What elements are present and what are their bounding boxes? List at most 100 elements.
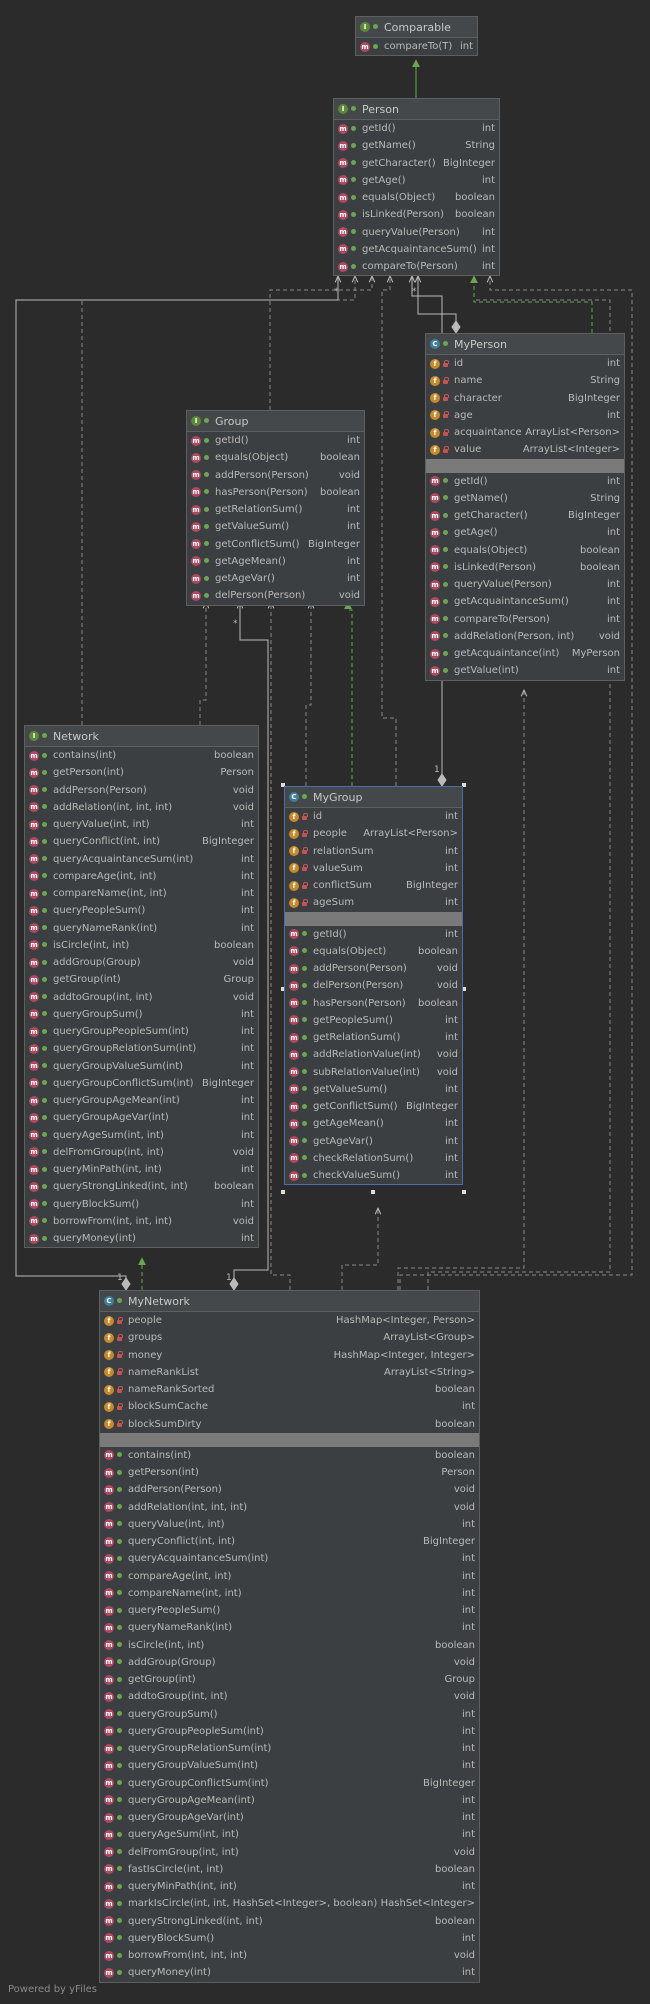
method-row[interactable]: mgetCharacter()BigInteger [426,507,624,524]
method-row[interactable]: misCircle(int, int)boolean [25,937,258,954]
method-row[interactable]: mgetId()int [426,473,624,490]
method-row[interactable]: mcompareTo(T)int [356,38,477,55]
method-row[interactable]: mdelPerson(Person)void [187,587,364,604]
method-row[interactable]: mqueryGroupAgeMean(int)int [25,1092,258,1109]
method-row[interactable]: mgetRelationSum()int [187,501,364,518]
network-class-box[interactable]: INetworkmcontains(int)booleanmgetPerson(… [24,725,259,1249]
mynetwork-class-box[interactable]: CMyNetworkfpeopleHashMap<Integer, Person… [99,1290,480,1983]
field-row[interactable]: fpeopleHashMap<Integer, Person> [100,1312,479,1329]
method-row[interactable]: mgetAge()int [426,524,624,541]
method-row[interactable]: mcompareAge(int, int)int [100,1568,479,1585]
method-row[interactable]: mqueryMinPath(int, int)int [25,1161,258,1178]
method-row[interactable]: maddRelation(int, int, int)void [100,1499,479,1516]
method-row[interactable]: mmarkIsCircle(int, int, HashSet<Integer>… [100,1895,479,1912]
method-row[interactable]: mqueryMoney(int)int [25,1230,258,1247]
method-row[interactable]: mgetId()int [334,120,499,137]
method-row[interactable]: mgetPeopleSum()int [285,1012,462,1029]
field-row[interactable]: fidint [285,808,462,825]
method-row[interactable]: mqueryStrongLinked(int, int)boolean [100,1913,479,1930]
method-row[interactable]: mcompareName(int, int)int [100,1585,479,1602]
method-row[interactable]: mqueryPeopleSum()int [100,1602,479,1619]
method-row[interactable]: mdelFromGroup(int, int)void [100,1844,479,1861]
method-row[interactable]: misLinked(Person)boolean [334,206,499,223]
field-row[interactable]: fageSumint [285,894,462,911]
method-row[interactable]: mgetAcquaintanceSum()int [426,593,624,610]
method-row[interactable]: mqueryPeopleSum()int [25,902,258,919]
method-row[interactable]: maddRelation(Person, int)void [426,628,624,645]
method-row[interactable]: mgetId()int [285,926,462,943]
method-row[interactable]: mcontains(int)boolean [100,1447,479,1464]
method-row[interactable]: mequals(Object)boolean [187,449,364,466]
field-row[interactable]: fnameRankListArrayList<String> [100,1364,479,1381]
field-row[interactable]: fageint [426,407,624,424]
method-row[interactable]: mgetAgeVar()int [187,570,364,587]
method-row[interactable]: mgetRelationSum()int [285,1029,462,1046]
method-row[interactable]: mcompareName(int, int)int [25,885,258,902]
field-row[interactable]: fblockSumCacheint [100,1398,479,1415]
comparable-class-box[interactable]: IComparablemcompareTo(T)int [355,16,478,57]
method-row[interactable]: mgetAcquaintanceSum()int [334,241,499,258]
method-row[interactable]: mcompareTo(Person)int [334,258,499,275]
method-row[interactable]: mqueryAcquaintanceSum(int)int [25,851,258,868]
method-row[interactable]: mqueryAcquaintanceSum(int)int [100,1550,479,1567]
method-row[interactable]: mgetPerson(int)Person [100,1464,479,1481]
method-row[interactable]: mcompareTo(Person)int [426,611,624,628]
method-row[interactable]: mqueryGroupSum()int [25,1006,258,1023]
method-row[interactable]: mgetConflictSum()BigInteger [187,536,364,553]
method-row[interactable]: mgetId()int [187,432,364,449]
method-row[interactable]: mqueryValue(int, int)int [25,816,258,833]
method-row[interactable]: mqueryAgeSum(int, int)int [100,1826,479,1843]
method-row[interactable]: mqueryConflict(int, int)BigInteger [100,1533,479,1550]
method-row[interactable]: msubRelationValue(int)void [285,1064,462,1081]
method-row[interactable]: mqueryGroupAgeVar(int)int [25,1109,258,1126]
method-row[interactable]: mqueryMoney(int)int [100,1964,479,1981]
field-row[interactable]: fblockSumDirtyboolean [100,1416,479,1433]
method-row[interactable]: mgetCharacter()BigInteger [334,155,499,172]
method-row[interactable]: mqueryGroupRelationSum(int)int [25,1040,258,1057]
method-row[interactable]: mgetName()String [334,137,499,154]
field-row[interactable]: fpeopleArrayList<Person> [285,825,462,842]
method-row[interactable]: mdelFromGroup(int, int)void [25,1144,258,1161]
method-row[interactable]: mqueryGroupValueSum(int)int [25,1058,258,1075]
method-row[interactable]: mqueryNameRank(int)int [100,1619,479,1636]
myperson-class-box[interactable]: CMyPersonfidintfnameStringfcharacterBigI… [425,333,625,681]
field-row[interactable]: facquaintanceArrayList<Person> [426,424,624,441]
method-row[interactable]: maddPerson(Person)void [100,1481,479,1498]
method-row[interactable]: mequals(Object)boolean [285,943,462,960]
method-row[interactable]: mequals(Object)boolean [426,542,624,559]
method-row[interactable]: mqueryValue(Person)int [426,576,624,593]
method-row[interactable]: maddRelation(int, int, int)void [25,799,258,816]
group-class-box[interactable]: IGroupmgetId()intmequals(Object)booleanm… [186,410,365,606]
method-row[interactable]: mqueryGroupValueSum(int)int [100,1757,479,1774]
field-row[interactable]: fnameRankSortedboolean [100,1381,479,1398]
method-row[interactable]: mcompareAge(int, int)int [25,868,258,885]
method-row[interactable]: misCircle(int, int)boolean [100,1637,479,1654]
method-row[interactable]: mqueryGroupPeopleSum(int)int [100,1723,479,1740]
method-row[interactable]: mgetValueSum()int [187,518,364,535]
method-row[interactable]: mqueryMinPath(int, int)int [100,1878,479,1895]
method-row[interactable]: maddPerson(Person)void [187,467,364,484]
method-row[interactable]: mqueryValue(Person)int [334,224,499,241]
method-row[interactable]: mqueryGroupConflictSum(int)BigInteger [100,1775,479,1792]
method-row[interactable]: mborrowFrom(int, int, int)void [100,1947,479,1964]
method-row[interactable]: mqueryBlockSum()int [100,1930,479,1947]
mygroup-class-box[interactable]: CMyGroupfidintfpeopleArrayList<Person>fr… [284,786,463,1186]
method-row[interactable]: maddtoGroup(int, int)void [100,1688,479,1705]
method-row[interactable]: mequals(Object)boolean [334,189,499,206]
method-row[interactable]: mcontains(int)boolean [25,747,258,764]
field-row[interactable]: fvalueSumint [285,860,462,877]
method-row[interactable]: mqueryGroupConflictSum(int)BigInteger [25,1075,258,1092]
person-class-box[interactable]: IPersonmgetId()intmgetName()StringmgetCh… [333,98,500,277]
method-row[interactable]: mgetValueSum()int [285,1081,462,1098]
method-row[interactable]: mqueryBlockSum()int [25,1196,258,1213]
method-row[interactable]: mgetPerson(int)Person [25,764,258,781]
method-row[interactable]: misLinked(Person)boolean [426,559,624,576]
method-row[interactable]: mgetName()String [426,490,624,507]
field-row[interactable]: fgroupsArrayList<Group> [100,1329,479,1346]
method-row[interactable]: mqueryConflict(int, int)BigInteger [25,833,258,850]
method-row[interactable]: mgetAgeVar()int [285,1133,462,1150]
method-row[interactable]: mcheckValueSum()int [285,1167,462,1184]
method-row[interactable]: maddPerson(Person)void [285,960,462,977]
method-row[interactable]: mgetGroup(int)Group [100,1671,479,1688]
method-row[interactable]: mqueryStrongLinked(int, int)boolean [25,1178,258,1195]
